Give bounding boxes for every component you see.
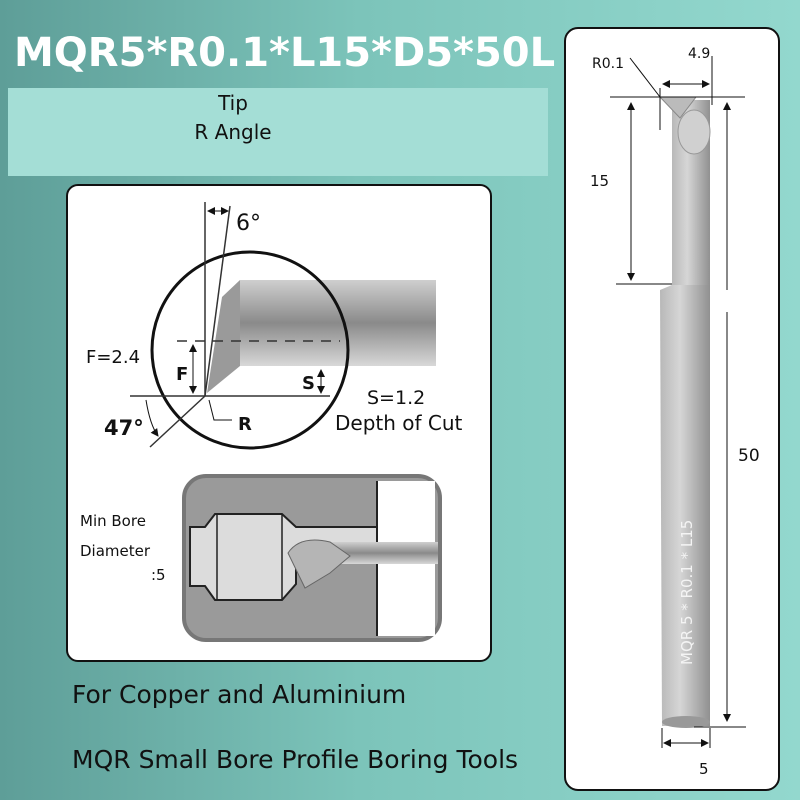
tip-label: Tip: [218, 91, 248, 115]
product-title: MQR5*R0.1*L15*D5*50L: [14, 30, 556, 76]
s-value: S=1.2: [367, 387, 425, 409]
material-label: For Copper and Aluminium: [72, 680, 407, 709]
shank-diameter-label: 5: [699, 760, 709, 778]
tip-width-label: 4.9: [688, 46, 710, 62]
tool-shank-shape: [240, 280, 436, 366]
cutting-tip-shape: [207, 280, 240, 393]
bore-drawing: Min Bore Diameter :5: [80, 474, 442, 642]
depth-of-cut-label: Depth of Cut: [335, 411, 463, 435]
angle-6-label: 6°: [236, 211, 261, 236]
angle-47-label: 47°: [104, 416, 144, 440]
s-label: S: [302, 373, 315, 394]
f-value: F=2.4: [86, 347, 140, 368]
tool-drawing: MQR 5 * R0.1 * L15 R0.1 4.9 15 50 5: [590, 46, 760, 778]
detail-circle: [150, 250, 350, 450]
min-bore-value: :5: [151, 566, 166, 584]
r-label: R: [238, 414, 252, 435]
tip-detail-drawing: 6° 47° F F=2.4 S S=1.2 Depth of Cut R: [86, 202, 463, 450]
neck-length-label: 15: [590, 172, 609, 190]
total-length-label: 50: [738, 446, 760, 466]
tip-banner: Tip R Angle: [8, 88, 548, 176]
min-bore-label: Min Bore: [80, 512, 146, 530]
product-type-label: MQR Small Bore Profile Boring Tools: [72, 745, 519, 774]
r-radius-label: R0.1: [592, 56, 624, 72]
f-label: F: [176, 364, 188, 385]
tip-r-angle-label: R Angle: [194, 120, 272, 144]
tool-shank: [660, 285, 710, 726]
diameter-label: Diameter: [80, 542, 151, 560]
tool-engraving: MQR 5 * R0.1 * L15: [678, 520, 696, 665]
